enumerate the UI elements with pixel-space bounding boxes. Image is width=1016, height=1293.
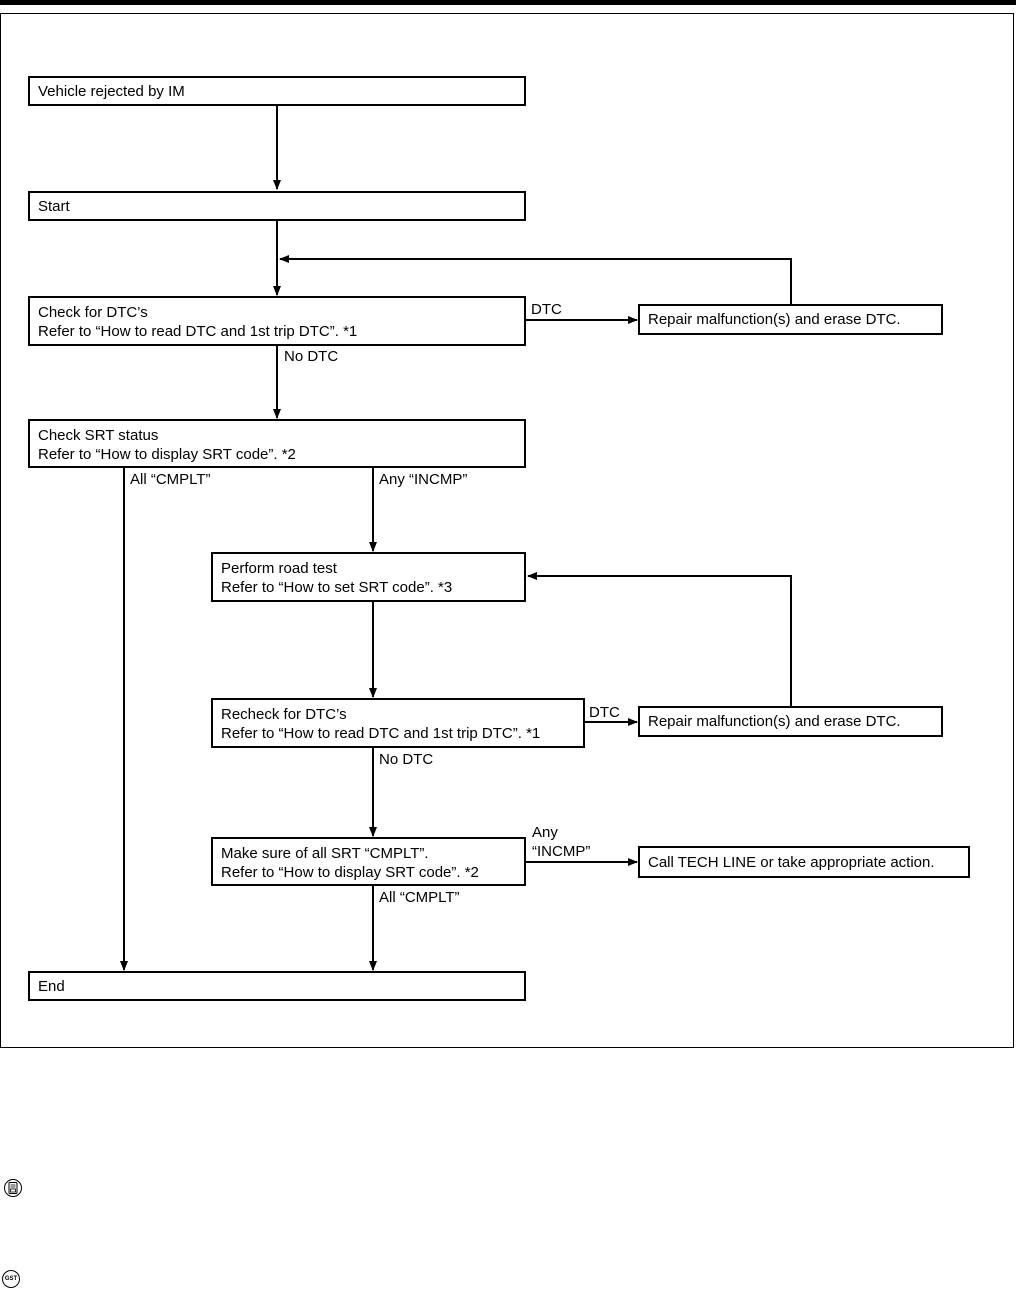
label-dtc-1: DTC	[531, 301, 562, 318]
label-all-cmplt-1: All “CMPLT”	[130, 471, 211, 488]
box-road-test-line1: Perform road test	[221, 560, 337, 577]
box-check-srt-line2: Refer to “How to display SRT code”. *2	[38, 446, 296, 463]
consult-icon-glyph	[8, 1182, 18, 1194]
box-start: Start	[28, 191, 526, 221]
label-any-incmp-2-line1: Any	[532, 824, 558, 841]
box-start-text: Start	[38, 197, 70, 215]
label-no-dtc-2: No DTC	[379, 751, 434, 768]
box-end: End	[28, 971, 526, 1001]
consult-icon	[4, 1179, 22, 1197]
box-recheck-dtc-line2: Refer to “How to read DTC and 1st trip D…	[221, 725, 541, 742]
label-any-incmp-2: Any “INCMP”	[532, 823, 590, 861]
box-check-dtc: Check for DTC’s Refer to “How to read DT…	[28, 296, 526, 346]
box-repair-2-text: Repair malfunction(s) and erase DTC.	[648, 713, 901, 730]
label-any-incmp-1: Any “INCMP”	[379, 471, 468, 488]
label-any-incmp-2-line2: “INCMP”	[532, 843, 591, 860]
box-vehicle-rejected: Vehicle rejected by IM	[28, 76, 526, 106]
box-make-sure-line1: Make sure of all SRT “CMPLT”.	[221, 845, 429, 862]
box-repair-1: Repair malfunction(s) and erase DTC.	[638, 304, 943, 335]
box-check-srt-line1: Check SRT status	[38, 427, 159, 444]
box-road-test: Perform road test Refer to “How to set S…	[211, 552, 526, 602]
box-make-sure-line2: Refer to “How to display SRT code”. *2	[221, 864, 479, 881]
box-recheck-dtc: Recheck for DTC’s Refer to “How to read …	[211, 698, 585, 748]
label-no-dtc-1: No DTC	[284, 348, 339, 365]
box-recheck-dtc-line1: Recheck for DTC’s	[221, 706, 347, 723]
gst-icon-text: GST	[4, 1276, 18, 1282]
box-repair-1-text: Repair malfunction(s) and erase DTC.	[648, 311, 901, 328]
box-make-sure: Make sure of all SRT “CMPLT”. Refer to “…	[211, 837, 526, 886]
box-tech-line-text: Call TECH LINE or take appropriate actio…	[648, 853, 935, 871]
diagram-frame	[0, 13, 1014, 1048]
box-road-test-line2: Refer to “How to set SRT code”. *3	[221, 579, 453, 596]
gst-icon: GST	[2, 1270, 20, 1288]
label-dtc-2: DTC	[589, 704, 620, 721]
box-vehicle-rejected-text: Vehicle rejected by IM	[38, 82, 185, 100]
box-tech-line: Call TECH LINE or take appropriate actio…	[638, 846, 970, 878]
label-all-cmplt-2: All “CMPLT”	[379, 889, 460, 906]
box-end-text: End	[38, 977, 65, 995]
box-repair-2: Repair malfunction(s) and erase DTC.	[638, 706, 943, 737]
box-check-dtc-line2: Refer to “How to read DTC and 1st trip D…	[38, 323, 358, 340]
box-check-dtc-line1: Check for DTC’s	[38, 304, 148, 321]
top-rule	[0, 0, 1016, 5]
box-check-srt: Check SRT status Refer to “How to displa…	[28, 419, 526, 468]
